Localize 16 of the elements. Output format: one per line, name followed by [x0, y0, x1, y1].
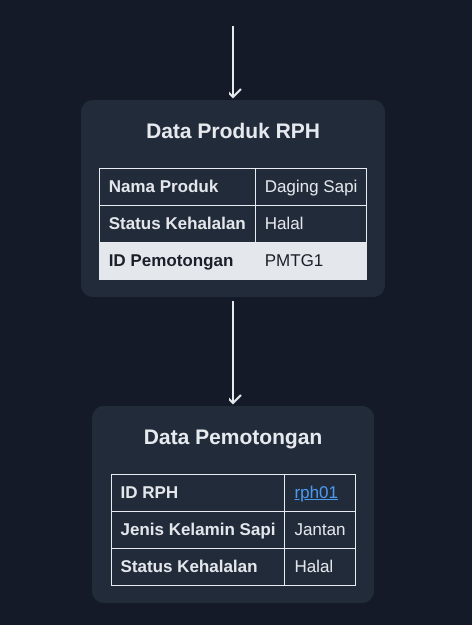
field-value-cell: PMTG1: [255, 242, 367, 280]
field-value-cell: Daging Sapi: [255, 168, 367, 206]
card: [92, 406, 374, 603]
field-label-cell: Nama Produk: [99, 168, 256, 206]
link: rph01: [294, 483, 338, 502]
field-label-cell: Status Kehalalan: [111, 548, 285, 586]
field-value-cell: Halal: [255, 206, 367, 242]
field-label-cell: ID Pemotongan: [99, 242, 256, 280]
card: [81, 100, 385, 297]
field-value-cell: Jantan: [284, 512, 355, 548]
card-title: Data Produk RPH: [146, 120, 320, 144]
field-label-cell: Jenis Kelamin Sapi: [111, 512, 285, 548]
field-label-cell: Status Kehalalan: [99, 206, 256, 242]
card-title: Data Pemotongan: [144, 426, 322, 450]
field-label-cell: ID RPH: [111, 474, 285, 512]
field-value-cell: Halal: [284, 548, 355, 586]
